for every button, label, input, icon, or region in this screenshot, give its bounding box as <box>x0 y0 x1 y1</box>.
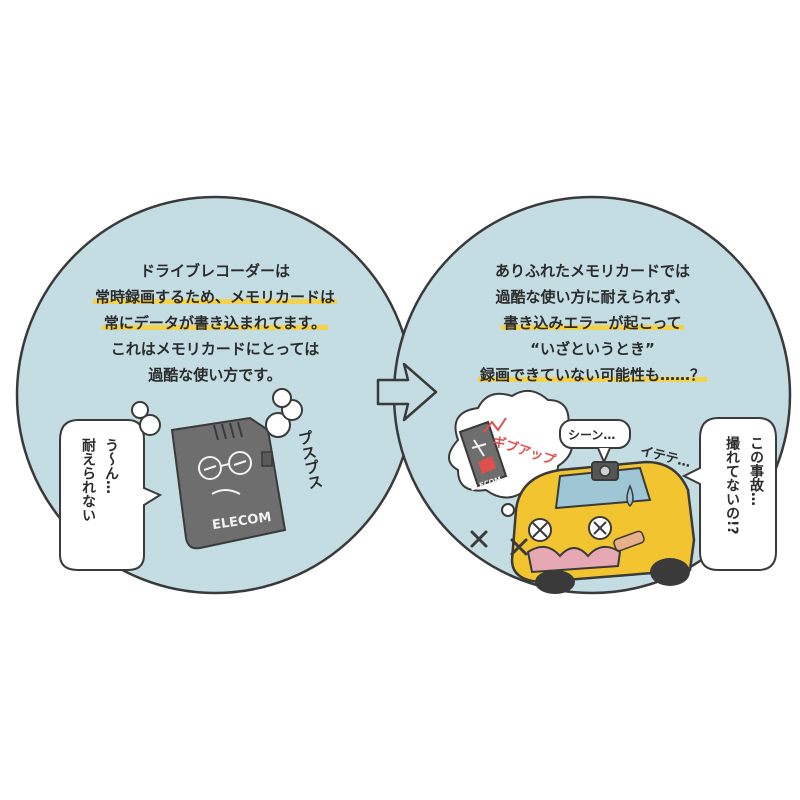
left-line-1: ドライブレコーダーは <box>139 262 290 280</box>
left-line-5: 過酷な使い方です。 <box>148 366 282 384</box>
right-bubble-text: ありふれたメモリカードでは 過酷な使い方に耐えられず、 書き込みエラーが起こって… <box>420 258 765 388</box>
right-line-5: 録画できていない可能性も……？ <box>477 366 707 384</box>
recorder-speech-bubble <box>559 419 631 465</box>
left-bubble-text: ドライブレコーダーは 常時録画するため、メモリカードは 常にデータが書き込まれて… <box>40 258 390 388</box>
arrow-right-icon <box>376 362 438 422</box>
right-line-3: 書き込みエラーが起こって <box>501 314 684 332</box>
right-line-1: ありふれたメモリカードでは <box>494 262 690 280</box>
crashed-car-character <box>510 460 696 594</box>
driver-speech-line-1: この事故… <box>748 436 764 506</box>
zigzag-icon <box>483 417 507 433</box>
left-line-2: 常時録画するため、メモリカードは <box>92 288 337 306</box>
driver-speech-bubble <box>681 417 777 571</box>
card-speech-line-1: う〜ん… <box>103 438 119 494</box>
left-line-4: これはメモリカードにとっては <box>110 340 320 358</box>
smoke-puffs-icon <box>131 388 303 438</box>
driver-speech-line-2: 撮れてないの!? <box>724 436 740 535</box>
memory-card-character <box>170 416 287 550</box>
card-speech-line-2: 耐えられない <box>80 438 96 522</box>
left-line-3: 常にデータが書き込まれてます。 <box>101 314 329 332</box>
damage-x-icon <box>470 530 528 556</box>
broken-card-icon <box>458 420 508 488</box>
recorder-speech-text: シーン… <box>568 428 616 442</box>
right-line-4: “いざというとき” <box>530 340 655 358</box>
right-line-2: 過酷な使い方に耐えられず、 <box>495 288 690 306</box>
